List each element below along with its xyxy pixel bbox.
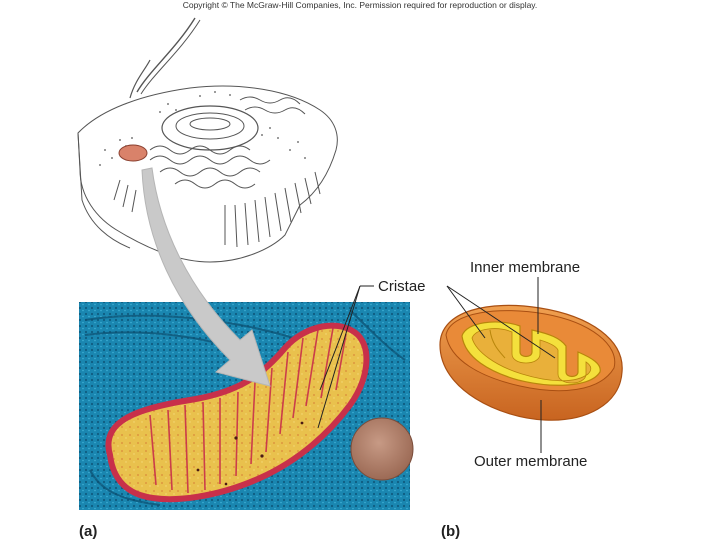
cell-drawing: [77, 17, 338, 263]
panel-label-b: (b): [441, 523, 461, 540]
label-inner-membrane: Inner membrane: [470, 259, 581, 276]
micrograph-panel: [79, 302, 414, 510]
copyright-notice: Copyright © The McGraw-Hill Companies, I…: [182, 0, 538, 10]
cell-mitochondrion-highlight: [118, 144, 148, 162]
label-cristae: Cristae: [378, 278, 426, 295]
mitochondrion-diagram: [439, 304, 623, 421]
vesicle: [350, 417, 414, 481]
panel-label-a: (a): [79, 523, 98, 540]
zoom-arrow: [141, 167, 271, 387]
cristae-leader-lines: [317, 285, 374, 429]
label-outer-membrane: Outer membrane: [474, 453, 588, 470]
diagram-leader-lines: [446, 277, 556, 453]
